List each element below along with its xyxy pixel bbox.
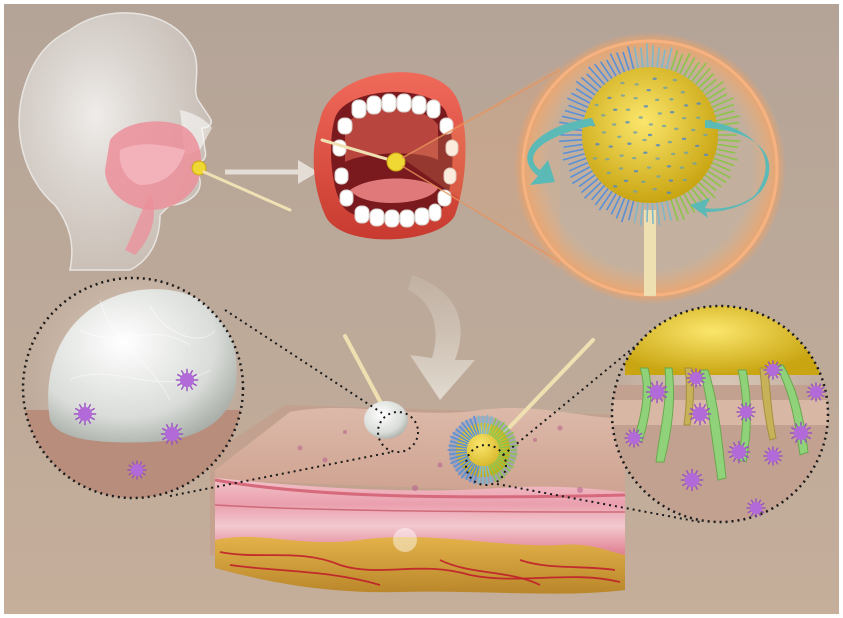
bristle-dot xyxy=(692,162,696,164)
bristle-dot xyxy=(703,134,707,136)
bristle-dot xyxy=(632,157,636,159)
bristle-dot xyxy=(627,143,631,145)
bristle-dot xyxy=(667,165,671,167)
bristle-dot xyxy=(671,153,675,155)
bristle-dot xyxy=(682,117,686,119)
bristle-dot xyxy=(643,152,647,154)
bristle-dot xyxy=(682,138,686,140)
bristle-dot xyxy=(656,144,660,146)
bristle-dot xyxy=(594,104,598,106)
bristle-dot xyxy=(619,167,623,169)
bristle-dot xyxy=(621,94,625,96)
bristle-dot xyxy=(624,180,628,182)
bristle-dot xyxy=(593,157,597,159)
bristle-dot xyxy=(704,154,708,156)
bristle-dot xyxy=(634,170,638,172)
bristle-dot xyxy=(633,97,637,99)
bristle-dot xyxy=(684,104,688,106)
bristle-dot xyxy=(626,109,630,111)
bristle-dot xyxy=(641,181,645,183)
bristle-dot xyxy=(646,89,650,91)
bristle-dot xyxy=(695,145,699,147)
bristle-dot xyxy=(670,111,674,113)
bristle-dot xyxy=(653,78,657,80)
swab-stick-magnified xyxy=(644,210,656,310)
bristle-dot xyxy=(609,145,613,147)
bristle-dot xyxy=(681,91,685,93)
bristle-dot xyxy=(655,99,659,101)
bristle-dot xyxy=(595,143,599,145)
bristle-dot xyxy=(696,102,700,104)
bristle-dot xyxy=(617,136,621,138)
bristle-dot xyxy=(612,123,616,125)
bristle-dot xyxy=(607,97,611,99)
bristle-dot xyxy=(613,185,617,187)
bubble xyxy=(393,528,417,552)
bristle-dot xyxy=(620,82,624,84)
bristle-dot xyxy=(663,87,667,89)
bristle-dot xyxy=(613,109,617,111)
bristle-dot xyxy=(605,158,609,160)
bristle-dot xyxy=(625,121,629,123)
bristle-dot xyxy=(634,83,638,85)
bristle-dot xyxy=(649,123,653,125)
bristle-dot xyxy=(633,131,637,133)
bristle-dot xyxy=(647,166,651,168)
bristle-dot xyxy=(683,179,687,181)
bristle-dot xyxy=(639,116,643,118)
bristle-dot xyxy=(674,128,678,130)
bristle-dot xyxy=(633,190,637,192)
bristle-dot xyxy=(680,166,684,168)
swab-tip-mouth xyxy=(387,153,405,171)
bristle-dot xyxy=(662,125,666,127)
bristle-dot xyxy=(619,154,623,156)
bristle-dot xyxy=(601,114,605,116)
bristle-dot xyxy=(602,131,606,133)
bristle-dot xyxy=(691,129,695,131)
bristle-dot xyxy=(655,157,659,159)
bristle-dot xyxy=(673,79,677,81)
bristle-dot xyxy=(669,179,673,181)
bristle-dot xyxy=(648,134,652,136)
bristle-dot xyxy=(668,141,672,143)
bristle-dot xyxy=(696,116,700,118)
bristle-dot xyxy=(684,152,688,154)
bristle-dot xyxy=(644,105,648,107)
bristle-dot xyxy=(653,188,657,190)
bristle-dot xyxy=(658,112,662,114)
bristle-dot xyxy=(642,139,646,141)
bristle-dot xyxy=(607,172,611,174)
bristle-dot xyxy=(656,175,660,177)
bristle-dot xyxy=(669,98,673,100)
bristle-dot xyxy=(667,192,671,194)
